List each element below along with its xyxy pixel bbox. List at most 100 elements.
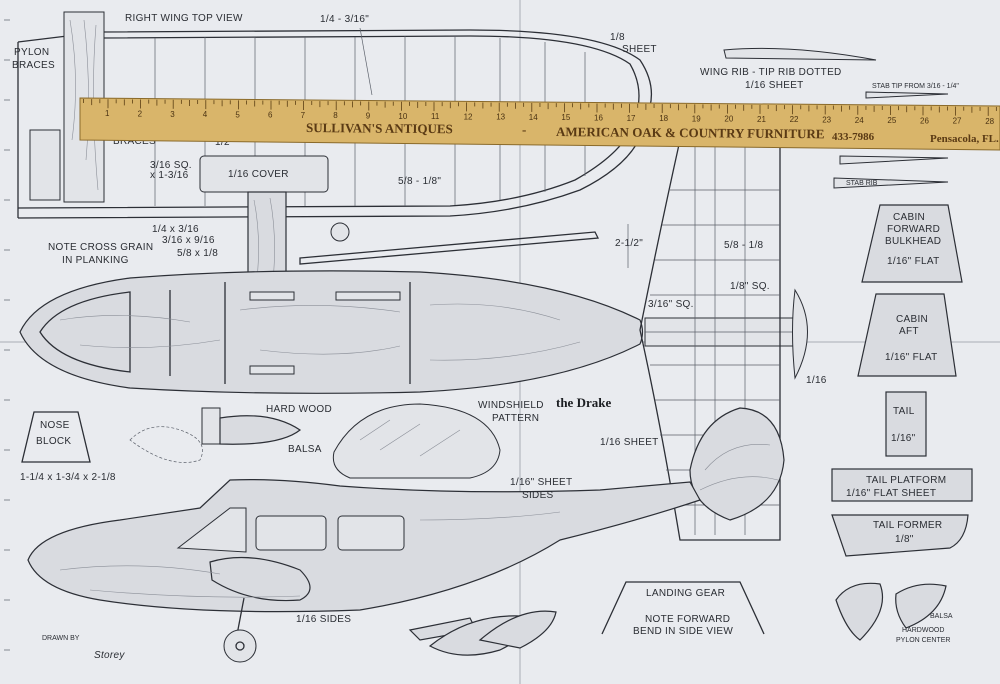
label-tail: TAIL	[893, 406, 915, 417]
windshield-pattern	[332, 403, 501, 479]
ruler-number: 28	[985, 117, 994, 126]
ruler-number: 14	[529, 113, 538, 122]
ruler-number: 26	[920, 116, 929, 125]
stab-rib-1	[839, 155, 949, 165]
label-cabin-aft-1: CABIN	[896, 314, 928, 325]
cabin-forward-bulkhead	[861, 204, 963, 283]
ruler-number: 24	[855, 116, 864, 125]
label-note-forward: NOTE FORWARD	[645, 614, 730, 625]
label-nose: NOSE	[40, 420, 70, 431]
label-sides: SIDES	[522, 490, 554, 501]
tail-former-small	[885, 391, 927, 457]
label-wing-rib: WING RIB - TIP RIB DOTTED	[700, 67, 842, 78]
ruler-number: 16	[594, 113, 603, 122]
label-3-16-sq: 3/16 SQ.	[150, 160, 192, 171]
motor-pod	[129, 407, 302, 463]
ruler-number: 20	[724, 115, 733, 124]
label-cabin-fwd-2: FORWARD	[887, 224, 940, 235]
label-braces-2: BRACES	[113, 136, 156, 147]
tail-boom-strut	[299, 231, 600, 265]
label-5-8-x-1-8: 5/8 x 1/8	[177, 248, 218, 259]
stab-rib-2	[833, 177, 949, 189]
tail-former	[831, 514, 969, 557]
ruler-phone: 433-7986	[832, 131, 875, 143]
label-3-16-x-9-16: 3/16 x 9/16	[162, 235, 215, 246]
label-stab-tip: STAB TIP FROM 3/16 - 1/4"	[872, 83, 959, 90]
ruler-number: 23	[822, 115, 831, 124]
pylon-center-detail	[835, 582, 947, 641]
label-tail-former-size: 1/8"	[895, 534, 914, 545]
ruler-number: 15	[561, 113, 570, 122]
fuselage-side-view	[27, 479, 701, 663]
ruler-number: 11	[431, 112, 440, 121]
label-cabin-aft-2: AFT	[899, 326, 919, 337]
fuselage-top-view	[19, 270, 808, 394]
cabin-aft-former	[857, 293, 957, 377]
label-bend-side-view: BEND IN SIDE VIEW	[633, 626, 733, 637]
label-1-3-16: x 1-3/16	[150, 170, 189, 181]
label-5-8-1-8-stab: 5/8 - 1/8	[724, 240, 764, 251]
ruler-number: 9	[366, 112, 371, 121]
ruler-number: 17	[627, 114, 636, 123]
label-note-cross-grain: NOTE CROSS GRAIN	[48, 242, 153, 253]
label-drawn-by: DRAWN BY	[42, 635, 80, 642]
label-hard-wood: HARD WOOD	[266, 404, 332, 415]
label-eighth: 1/8	[610, 32, 625, 43]
ruler-number: 3	[170, 110, 175, 119]
main-wheel	[223, 629, 257, 663]
label-cabin-fwd-4: 1/16" FLAT	[887, 256, 940, 267]
label-pylon: PYLON	[14, 47, 49, 58]
left-scale-ticks	[4, 19, 10, 651]
label-block: BLOCK	[36, 436, 71, 447]
ruler-number: 27	[953, 117, 962, 126]
label-cabin-fwd-1: CABIN	[893, 212, 925, 223]
label-tail-former: TAIL FORMER	[873, 520, 942, 531]
label-cabin-fwd-3: BULKHEAD	[885, 236, 941, 247]
ruler-number: 6	[268, 111, 273, 120]
label-eighth-sq: 1/8" SQ.	[730, 281, 770, 292]
ruler-brand: SULLIVAN'S ANTIQUES	[306, 120, 453, 136]
label-5-8-1-8: 5/8 - 1/8"	[398, 176, 441, 187]
small-wheel	[330, 222, 350, 242]
label-sixteenth-cover: 1/16 COVER	[228, 169, 289, 180]
ruler-number: 13	[496, 113, 505, 122]
label-pylon-center: PYLON CENTER	[896, 637, 950, 644]
ruler-number: 18	[659, 114, 668, 123]
label-wing-rib-sheet: 1/16 SHEET	[745, 80, 804, 91]
vertical-fin	[689, 407, 785, 521]
nose-block	[21, 411, 91, 463]
label-sheet-sides: 1/16" SHEET	[510, 477, 572, 488]
ruler-number: 12	[464, 112, 473, 121]
model-title: the Drake	[556, 395, 611, 410]
label-sixteenth-sides: 1/16 SIDES	[296, 614, 351, 625]
stab-tip	[865, 91, 949, 99]
ruler-number: 7	[301, 111, 306, 120]
ruler-separator: -	[522, 122, 526, 137]
label-in-planking: IN PLANKING	[62, 255, 129, 266]
label-tail-sixteenth: 1/16"	[891, 433, 916, 444]
label-balsa: BALSA	[288, 444, 322, 455]
float-parts	[408, 610, 557, 656]
signature: Storey	[94, 650, 125, 661]
label-3-16-sq-2: 3/16" SQ.	[648, 299, 694, 310]
ruler-number: 1	[105, 109, 110, 118]
label-one-half: 1/2	[215, 137, 230, 148]
label-balsa-small: BALSA	[930, 613, 953, 620]
ruler-ticks	[83, 99, 997, 116]
label-tail-platform: TAIL PLATFORM	[866, 475, 946, 486]
ruler-number: 2	[138, 110, 143, 119]
label-nose-block-size: 1-1/4 x 1-3/4 x 2-1/8	[20, 472, 116, 483]
ruler-number: 19	[692, 114, 701, 123]
label-dim-1-4-3-16: 1/4 - 3/16"	[320, 14, 369, 25]
ruler-number: 8	[333, 111, 338, 120]
label-stab-rib: STAB RIB	[846, 180, 878, 187]
ruler-tagline: AMERICAN OAK & COUNTRY FURNITURE	[556, 124, 825, 141]
label-tail-platform-sheet: 1/16" FLAT SHEET	[846, 488, 936, 499]
ruler-number: 21	[757, 115, 766, 124]
tail-platform	[831, 468, 973, 502]
ruler-number: 4	[203, 110, 208, 119]
